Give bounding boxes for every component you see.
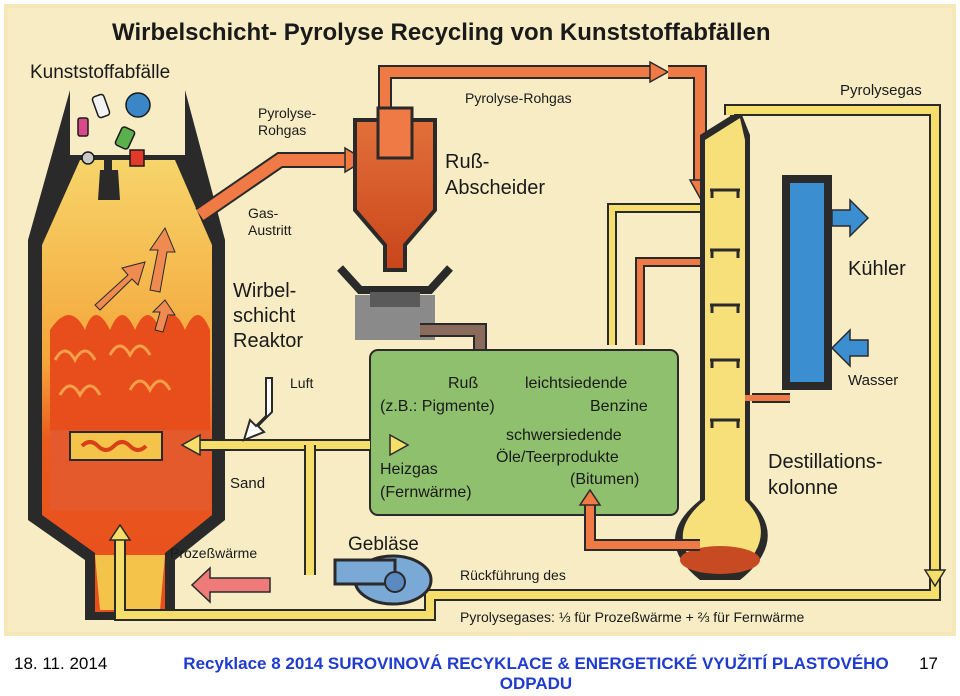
label-gas-austritt-2: Austritt	[248, 222, 292, 238]
label-wasser: Wasser	[848, 372, 898, 389]
soot-separator	[337, 106, 453, 340]
slide-footer: 18. 11. 2014 Recyklace 8 2014 SUROVINOVÁ…	[0, 640, 960, 696]
label-gas-austritt-1: Gas-	[248, 205, 279, 221]
footer-course-title: Recyklace 8 2014 SUROVINOVÁ RECYKLACE & …	[183, 654, 889, 693]
label-pigmente: (z.B.: Pigmente)	[380, 398, 495, 415]
footer-date: 18. 11. 2014	[14, 654, 108, 673]
fluidized-bed-reactor	[28, 90, 225, 620]
blower	[333, 554, 433, 606]
label-reaktor-3: Reaktor	[233, 330, 303, 352]
label-schwer-3: (Bitumen)	[570, 471, 639, 488]
label-destillation-2: kolonne	[768, 477, 838, 499]
label-rueckfuehrung: Rückführung des	[460, 567, 566, 583]
label-kuehler: Kühler	[848, 258, 906, 280]
label-heizgas-1: Heizgas	[380, 461, 438, 478]
label-reaktor-2: schicht	[233, 305, 296, 327]
label-schwer-2: Öle/Teerprodukte	[496, 448, 619, 466]
footer-page-number: 17	[919, 654, 938, 673]
label-kunststoffabfaelle: Kunststoffabfälle	[30, 62, 170, 83]
cooler	[782, 175, 870, 390]
label-russ-abscheider-2: Abscheider	[445, 177, 545, 199]
label-schwer-1: schwersiedende	[506, 427, 622, 444]
label-pyrolyse-rohgas-small-1: Pyrolyse-	[258, 105, 317, 121]
label-destillation-1: Destillations-	[768, 451, 882, 473]
label-pyrolysegases-share: Pyrolysegases: ⅓ für Prozeßwärme + ⅔ für…	[460, 609, 804, 625]
label-pyrolysegas: Pyrolysegas	[840, 82, 922, 99]
label-sand: Sand	[230, 475, 265, 492]
diagram-title: Wirbelschicht- Pyrolyse Recycling von Ku…	[112, 19, 771, 46]
distillation-column	[675, 110, 768, 580]
label-heizgas-2: (Fernwärme)	[380, 484, 472, 501]
label-leicht-1: leichtsiedende	[525, 375, 627, 392]
label-geblaese: Gebläse	[348, 534, 419, 555]
air-arrow	[242, 377, 273, 442]
label-reaktor-1: Wirbel-	[233, 280, 296, 302]
label-prozesswaerme: Prozeßwärme	[170, 545, 257, 561]
label-luft: Luft	[290, 375, 313, 391]
label-pyrolyse-rohgas-small-2: Rohgas	[258, 122, 306, 138]
label-russ: Ruß	[448, 375, 478, 392]
label-russ-abscheider-1: Ruß-	[445, 151, 489, 173]
label-leicht-2: Benzine	[590, 398, 648, 415]
pyrolysis-diagram: Wirbelschicht- Pyrolyse Recycling von Ku…	[4, 4, 956, 636]
products-box	[369, 349, 679, 516]
label-pyrolyse-rohgas-top: Pyrolyse-Rohgas	[465, 90, 572, 106]
plastic-waste-icons	[77, 92, 151, 200]
